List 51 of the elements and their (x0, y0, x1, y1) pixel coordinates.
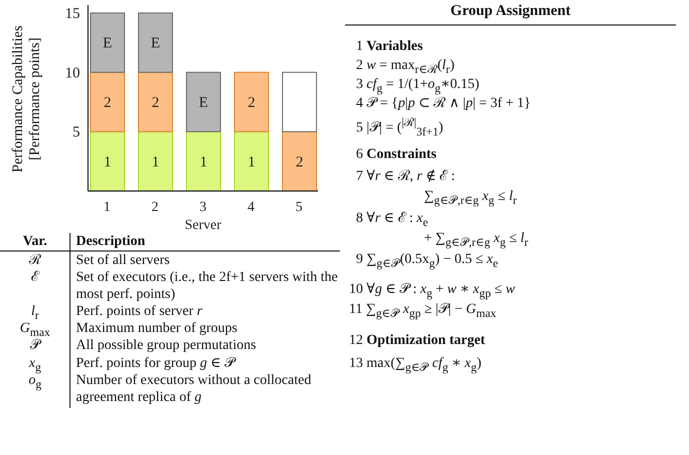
variable-symbol: o$_{g}$ (28, 373, 42, 393)
segment-label: 2 (152, 95, 160, 111)
listing-line: 2 w = max$_{r∈ℛ}$(l$_{r}$) (356, 57, 454, 78)
variable-symbol: 𝒫 (29, 337, 42, 354)
tick-label: 4 (248, 200, 254, 215)
section-heading: 12 Optimization target (349, 332, 486, 349)
listing-line: 3 cf$_{g}$ = 1/(1+o$_{g}$∗0.15) (356, 76, 480, 96)
listing-line: + ∑$_{g∈𝒫,r∈g}$ x$_{g}$ ≤ l$_{r}$ (424, 230, 528, 251)
variable-symbol: ℛ (28, 252, 42, 269)
listing-title: Group Assignment (449, 3, 572, 20)
table-text: Number of executors without a collocated agreement replica of g (76, 372, 312, 406)
listing-line: 7 ∀r ∈ ℛ, r ∉ ℰ : (356, 168, 455, 185)
tick-label: 5 (72, 124, 80, 141)
axis-title: Performance Capabilities [Performance points] (10, 24, 44, 174)
listing-line: ∑$_{g∈𝒫,r∈g}$ x$_{g}$ ≤ l$_{r}$ (424, 188, 517, 209)
segment-label: 1 (152, 154, 160, 170)
segment-label: 2 (104, 95, 112, 111)
tick-label: 5 (296, 200, 302, 215)
table-text: Maximum number of groups (76, 320, 238, 337)
table-text: All possible group permutations (76, 337, 256, 354)
tick-label: 2 (152, 200, 158, 215)
table-text: Set of executors (i.e., the 2f+1 servers with the most perf. points) (76, 269, 339, 303)
column-header: Description (76, 233, 146, 250)
tick-label: 10 (65, 65, 80, 82)
variable-symbol: x$_{g}$ (28, 355, 42, 376)
variable-symbol: ℰ (30, 269, 40, 286)
listing-line: 13 max(∑$_{g∈𝒫}$ cf$_{g}$ ∗ x$_{g}$) (349, 355, 482, 376)
segment-label: 1 (200, 154, 208, 170)
listing-line: 9 ∑$_{g∈𝒫}$(0.5x$_{g}$) − 0.5 ≤ x$_{e}$ (356, 251, 498, 272)
segment-label: 2 (248, 95, 256, 111)
segment-label: 1 (104, 154, 112, 170)
tick-label: 3 (200, 200, 206, 215)
listing-line: 5 |𝒫| = ($^{|ℛ|}$$_{3f+1}$) (356, 115, 444, 140)
segment-label: E (198, 95, 208, 111)
table-text: Perf. points for group g ∈ 𝒫 (76, 355, 234, 372)
listing-line: 8 ∀r ∈ ℰ : x$_{e}$ (356, 210, 428, 231)
tick-label: 1 (104, 200, 110, 215)
axis-title: Server (184, 218, 222, 233)
listing-line: 11 ∑$_{g∈𝒫}$ x$_{gp}$ ≥ |𝒫| − G$_{max}$ (349, 301, 496, 322)
table-text: Perf. points of server r (76, 303, 202, 320)
section-heading: 1 Variables (356, 38, 423, 55)
segment-label: 1 (248, 154, 256, 170)
column-header: Var. (22, 233, 48, 250)
tick-label: 15 (65, 6, 80, 22)
segment-label: E (150, 36, 160, 52)
listing-line: 4 𝒫 = {p|p ⊂ ℛ ∧ |p| = 3f + 1} (356, 95, 531, 112)
table-text: Set of all servers (76, 252, 170, 269)
listing-line: 10 ∀g ∈ 𝒫 : x$_{g}$ + w ∗ x$_{gp}$ ≤ w (349, 281, 515, 302)
section-heading: 6 Constraints (356, 146, 437, 163)
segment-label: E (102, 36, 112, 52)
segment-label: 2 (296, 154, 304, 170)
